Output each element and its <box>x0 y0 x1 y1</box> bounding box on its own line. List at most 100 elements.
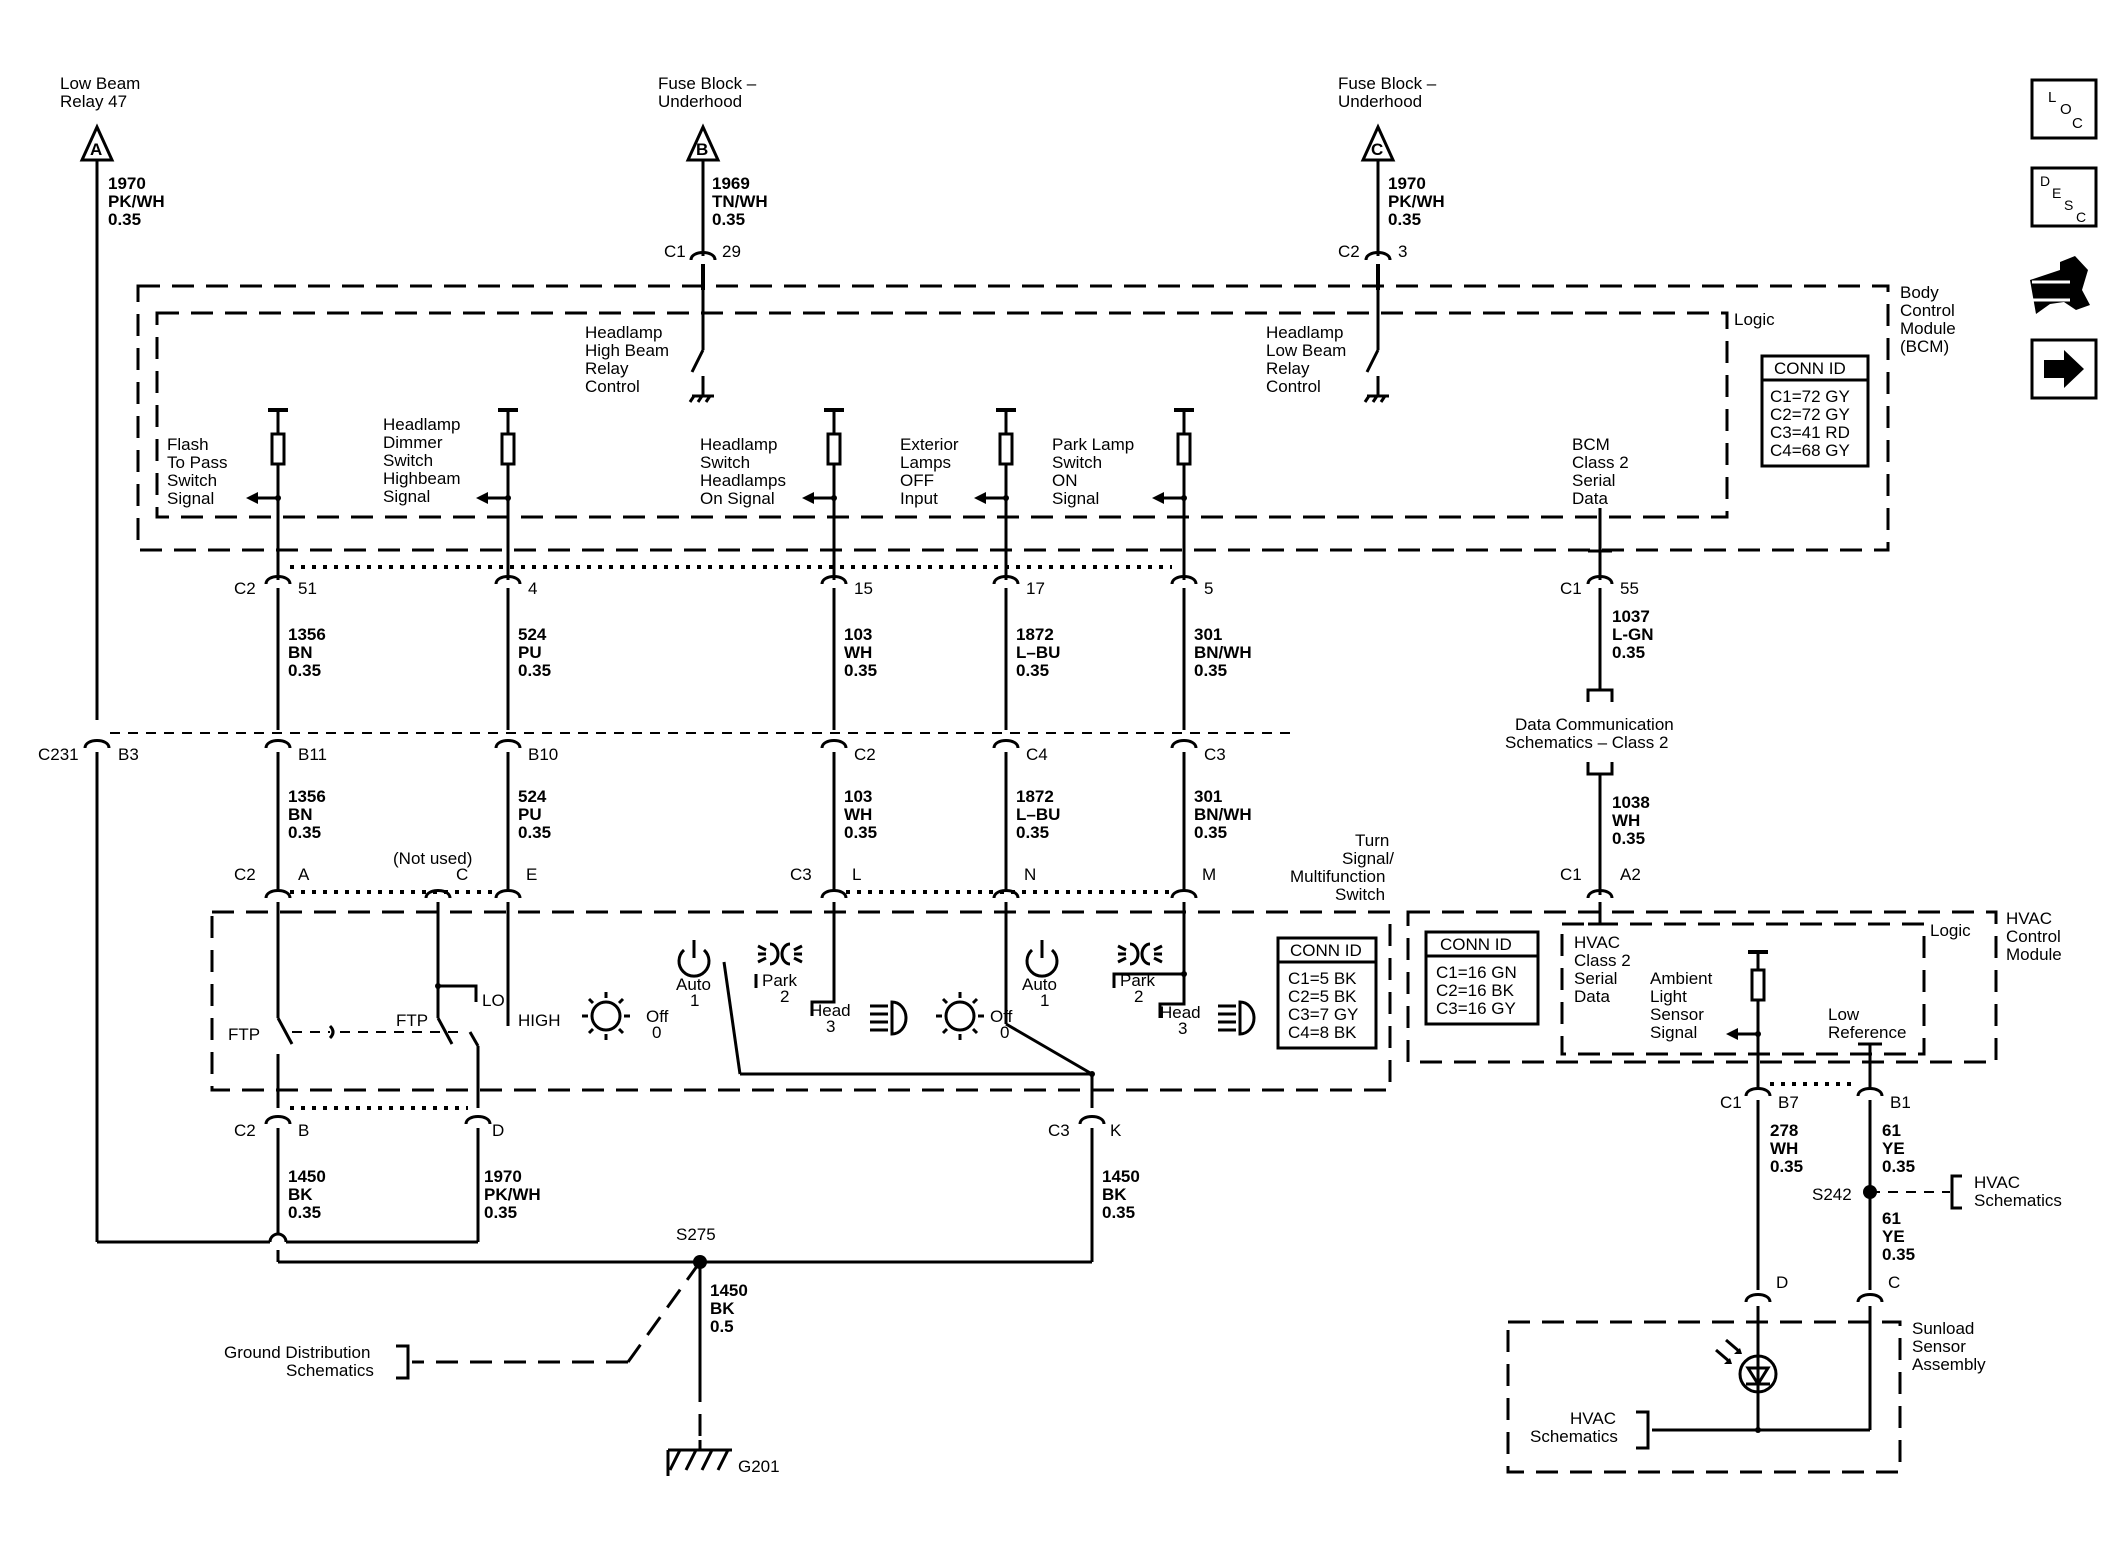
serial-label: Serial <box>1572 471 1615 490</box>
source-c-conn: C2 <box>1338 242 1360 261</box>
switch-pin-e: E <box>526 865 537 884</box>
switch-bottom-c2: C2 <box>234 1121 256 1140</box>
desc-icon[interactable]: D E S C <box>2030 166 2098 228</box>
resistor-icon <box>826 432 842 466</box>
wire-circuit: 1356 <box>288 787 326 806</box>
bcm-conn-label: C2 <box>234 579 256 598</box>
switch-pin-a: A <box>298 865 310 884</box>
wire-circuit: 1970 <box>484 1167 522 1186</box>
input-label: Switch <box>167 471 217 490</box>
wire-circuit: 103 <box>844 787 872 806</box>
wire-color: WH <box>844 643 872 662</box>
serial-color: WH <box>1612 811 1640 830</box>
wire-circuit: 61 <box>1882 1209 1901 1228</box>
hvac-serial-label: Class 2 <box>1574 951 1631 970</box>
switch-title: Turn <box>1355 831 1389 850</box>
bcm-conn-id-title: CONN ID <box>1774 359 1846 378</box>
high-relay-label: Headlamp <box>585 323 663 342</box>
wire-color: YE <box>1882 1227 1905 1246</box>
low-relay-label: Headlamp <box>1266 323 1344 342</box>
serial-gauge: 0.35 <box>1612 829 1645 848</box>
ground-dist-label: Schematics <box>286 1361 374 1380</box>
input-label: Headlamp <box>383 415 461 434</box>
park2-label: Park <box>1120 971 1155 990</box>
input-label: Headlamp <box>700 435 778 454</box>
off-label: Off <box>646 1007 669 1026</box>
wire-gauge: 0.35 <box>288 823 321 842</box>
bcm-title-1: Control <box>1900 301 1955 320</box>
next-arrow-icon[interactable] <box>2030 338 2098 400</box>
bcm-pin: 4 <box>528 579 537 598</box>
wires-bcm-to-c231: 1356 BN 0.35 524 PU 0.35 103 WH 0.35 187… <box>276 588 1252 730</box>
park-label: Park <box>762 971 797 990</box>
bcm-input-5: Park Lamp Switch ON Signal <box>1052 408 1194 580</box>
switch-conn-id-line: C4=8 BK <box>1288 1023 1357 1042</box>
source-c-color: PK/WH <box>1388 192 1445 211</box>
connector-icon[interactable] <box>2030 256 2090 314</box>
hvac-logic-label: Logic <box>1930 921 1971 940</box>
wire-circuit: 1450 <box>1102 1167 1140 1186</box>
wire-color: BN/WH <box>1194 805 1252 824</box>
desc-s: S <box>2064 197 2073 213</box>
bcm-input-3: Headlamp Switch Headlamps On Signal <box>700 408 844 580</box>
splice-s242: S242 <box>1812 1185 1852 1204</box>
c231-pin: B10 <box>528 745 558 764</box>
loc-icon[interactable]: L O C <box>2030 78 2098 140</box>
loc-c: C <box>2072 115 2083 132</box>
hvac-conn: C1 <box>1560 865 1582 884</box>
ground-wiring: 1450 BK 0.35 1970 PK/WH 0.35 1450 BK 0.3… <box>97 1128 1140 1476</box>
input-label: Highbeam <box>383 469 461 488</box>
off-num: 0 <box>652 1023 661 1042</box>
splice-s275: S275 <box>676 1225 716 1244</box>
low-relay-label: Relay <box>1266 359 1310 378</box>
switch-bottom-pin-b: B <box>298 1121 309 1140</box>
serial-circuit: 1038 <box>1612 793 1650 812</box>
serial-circuit: 1037 <box>1612 607 1650 626</box>
high-label: HIGH <box>518 1011 561 1030</box>
wire-gauge: 0.35 <box>1016 823 1049 842</box>
wire-color: BK <box>288 1185 313 1204</box>
low-ref-label: Low <box>1828 1005 1860 1024</box>
data-comm-label: Data Communication <box>1515 715 1674 734</box>
desc-c: C <box>2076 209 2086 225</box>
source-c-pin: 3 <box>1398 242 1407 261</box>
input-label: Switch <box>700 453 750 472</box>
body-control-module: Body Control Module (BCM) Logic CONN ID … <box>136 283 1956 580</box>
source-b-circuit: 1969 <box>712 174 750 193</box>
input-label: Flash <box>167 435 209 454</box>
head-label: Head <box>810 1001 851 1020</box>
hvac-conn-id-box: CONN ID C1=16 GN C2=16 BK C3=16 GY <box>1424 930 1540 1026</box>
switch-bottom-connectors: C2 B D C3 K <box>234 1106 1122 1140</box>
bcm-pin: 5 <box>1204 579 1213 598</box>
hvac-title: HVAC <box>2006 909 2052 928</box>
ground-symbol-icon <box>666 1440 732 1476</box>
wire-color: BN <box>288 643 313 662</box>
wire-color: BN <box>288 805 313 824</box>
switch-pin-m: M <box>1202 865 1216 884</box>
serial-gauge: 0.35 <box>1612 643 1645 662</box>
resistor-icon <box>1750 968 1766 1002</box>
hvac-pin-b1: B1 <box>1890 1093 1911 1112</box>
wire-color: BN/WH <box>1194 643 1252 662</box>
auto2-num: 1 <box>1040 991 1049 1010</box>
source-b-title: Fuse Block – <box>658 74 757 93</box>
bcm-input-4: Exterior Lamps OFF Input <box>900 408 1016 580</box>
switch-bottom-pin-k: K <box>1110 1121 1122 1140</box>
input-label: Signal <box>167 489 214 508</box>
source-fuse-block-c: Fuse Block – Underhood C 1970 PK/WH 0.35… <box>1338 74 1445 261</box>
switch-pin-c: C <box>456 865 468 884</box>
source-a-circuit: 1970 <box>108 174 146 193</box>
switch-conn-id-title: CONN ID <box>1290 941 1362 960</box>
input-label: Exterior <box>900 435 959 454</box>
wire-gauge: 0.35 <box>1194 661 1227 680</box>
bcm-serial-pin: 55 <box>1620 579 1639 598</box>
bcm-title: Body <box>1900 283 1939 302</box>
resistor-icon <box>270 432 286 466</box>
hvac-serial-label: HVAC <box>1574 933 1620 952</box>
ground-g201: G201 <box>738 1457 780 1476</box>
c231-connector: C231 B3 B11 B10 C2 C4 C3 <box>38 732 1290 764</box>
input-label: On Signal <box>700 489 775 508</box>
triangle-a-letter: A <box>90 140 102 159</box>
ambient-label: Ambient <box>1650 969 1713 988</box>
headlamp-off-icon-2 <box>936 992 984 1040</box>
